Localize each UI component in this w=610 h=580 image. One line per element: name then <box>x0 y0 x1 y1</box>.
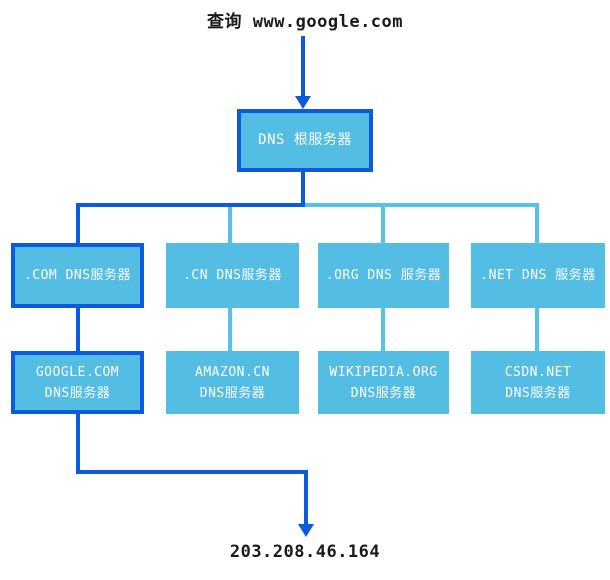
node-auth-wikipedia-line1: WIKIPEDIA.ORG <box>329 364 438 380</box>
node-auth-csdn: CSDN.NET DNS服务器 <box>471 351 605 414</box>
node-tld-cn-label: .CN DNS服务器 <box>183 268 282 283</box>
query-arrow-line <box>301 36 305 98</box>
node-dns-root-server: DNS 根服务器 <box>237 109 373 172</box>
connector-drop-com <box>76 203 80 243</box>
node-auth-wikipedia-line2: DNS服务器 <box>350 385 417 401</box>
result-arrow-down-icon <box>298 524 314 537</box>
result-ip-label: 203.208.46.164 <box>229 542 381 562</box>
connector-net-to-csdn <box>535 308 539 353</box>
node-tld-org: .ORG DNS 服务器 <box>318 243 449 308</box>
node-tld-com: .COM DNS服务器 <box>11 243 144 308</box>
connector-drop-net <box>535 203 539 243</box>
query-label: 查询 www.google.com <box>206 12 404 32</box>
node-auth-google-line1: GOOGLE.COM <box>35 364 120 380</box>
node-auth-amazon-line2: DNS服务器 <box>199 385 266 401</box>
connector-drop-org <box>381 207 385 243</box>
result-path-vertical-right <box>304 470 308 525</box>
node-auth-csdn-line1: CSDN.NET <box>504 364 572 380</box>
node-auth-wikipedia: WIKIPEDIA.ORG DNS服务器 <box>318 351 449 414</box>
node-tld-com-label: .COM DNS服务器 <box>23 268 132 283</box>
query-arrow-down-icon <box>295 96 311 109</box>
connector-root-stem <box>301 170 305 207</box>
node-tld-cn: .CN DNS服务器 <box>166 243 299 308</box>
node-dns-root-server-label: DNS 根服务器 <box>258 132 352 148</box>
result-path-vertical-left <box>76 412 80 474</box>
node-auth-google-line2: DNS服务器 <box>44 385 111 401</box>
connector-horizontal-light <box>303 203 539 207</box>
connector-com-to-google <box>76 306 80 353</box>
node-auth-google: GOOGLE.COM DNS服务器 <box>11 351 144 414</box>
connector-horizontal-highlighted <box>76 203 305 207</box>
node-auth-csdn-line2: DNS服务器 <box>505 385 571 401</box>
node-auth-amazon: AMAZON.CN DNS服务器 <box>166 351 299 414</box>
node-tld-net: .NET DNS 服务器 <box>471 243 605 308</box>
node-tld-org-label: .ORG DNS 服务器 <box>325 268 442 283</box>
node-tld-net-label: .NET DNS 服务器 <box>480 268 596 283</box>
connector-cn-to-amazon <box>228 308 232 353</box>
result-path-horizontal <box>76 470 308 474</box>
node-auth-amazon-line1: AMAZON.CN <box>195 364 270 380</box>
connector-org-to-wikipedia <box>381 308 385 353</box>
connector-drop-cn <box>228 207 232 243</box>
